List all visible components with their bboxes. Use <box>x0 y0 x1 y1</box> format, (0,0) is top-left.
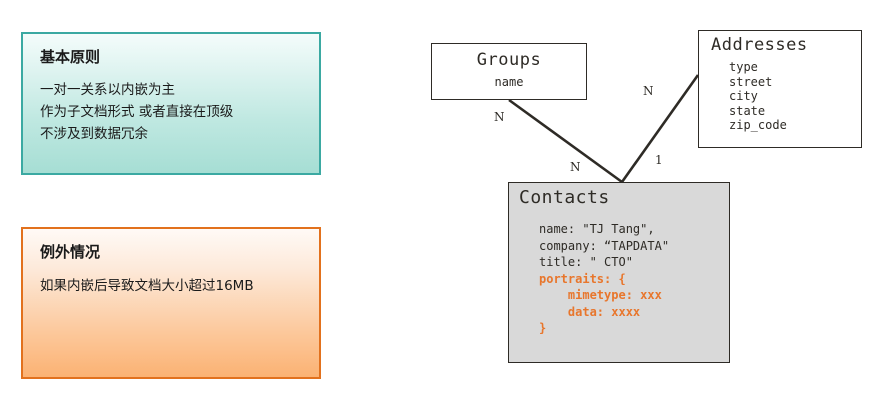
entity-contacts-line: data: xxxx <box>539 304 641 319</box>
cardinality-label-addresses-n: N <box>643 84 654 98</box>
entity-addresses-field: zip_code <box>729 118 787 132</box>
cardinality-label-contacts-one: 1 <box>655 153 663 167</box>
note-exception-body: 如果内嵌后导致文档大小超过16MB <box>40 278 254 294</box>
entity-contacts-line: portraits: { <box>539 271 626 286</box>
entity-contacts-line: company: “TAPDATA" <box>539 238 670 253</box>
entity-addresses-title: Addresses <box>711 35 808 55</box>
entity-groups-title: Groups <box>476 50 542 70</box>
entity-addresses-field: type <box>729 60 758 74</box>
entity-groups-field-name: name <box>494 75 524 89</box>
entity-addresses-field-list: type street city state zip_code <box>729 60 787 133</box>
entity-contacts-field-list: name: "TJ Tang", company: “TAPDATA" titl… <box>539 221 669 337</box>
note-card-principle: 基本原则 一对一关系以内嵌为主 作为子文档形式 或者直接在顶级 不涉及到数据冗余 <box>21 32 321 175</box>
note-exception-title: 例外情况 <box>40 243 101 261</box>
note-card-exception: 例外情况 如果内嵌后导致文档大小超过16MB <box>21 227 321 379</box>
entity-box-groups[interactable]: Groups name <box>431 43 587 100</box>
entity-contacts-title: Contacts <box>519 187 610 208</box>
cardinality-label-mid-n: N <box>570 160 581 174</box>
cardinality-label-groups-n: N <box>494 110 505 124</box>
entity-contacts-line: } <box>539 321 547 335</box>
entity-addresses-field: city <box>729 89 758 103</box>
connector-groups-to-contacts <box>508 98 623 184</box>
entity-addresses-field: street <box>729 74 773 89</box>
entity-contacts-line: mimetype: xxx <box>539 288 662 302</box>
note-principle-title: 基本原则 <box>40 48 101 66</box>
entity-box-contacts[interactable]: Contacts name: "TJ Tang", company: “TAPD… <box>508 182 730 363</box>
entity-contacts-line: name: "TJ Tang", <box>539 222 655 236</box>
note-principle-body: 一对一关系以内嵌为主 作为子文档形式 或者直接在顶级 不涉及到数据冗余 <box>40 82 234 142</box>
entity-box-addresses[interactable]: Addresses type street city state zip_cod… <box>698 30 862 148</box>
entity-addresses-field: state <box>729 103 766 118</box>
entity-contacts-line: title: " CTO" <box>539 255 633 269</box>
